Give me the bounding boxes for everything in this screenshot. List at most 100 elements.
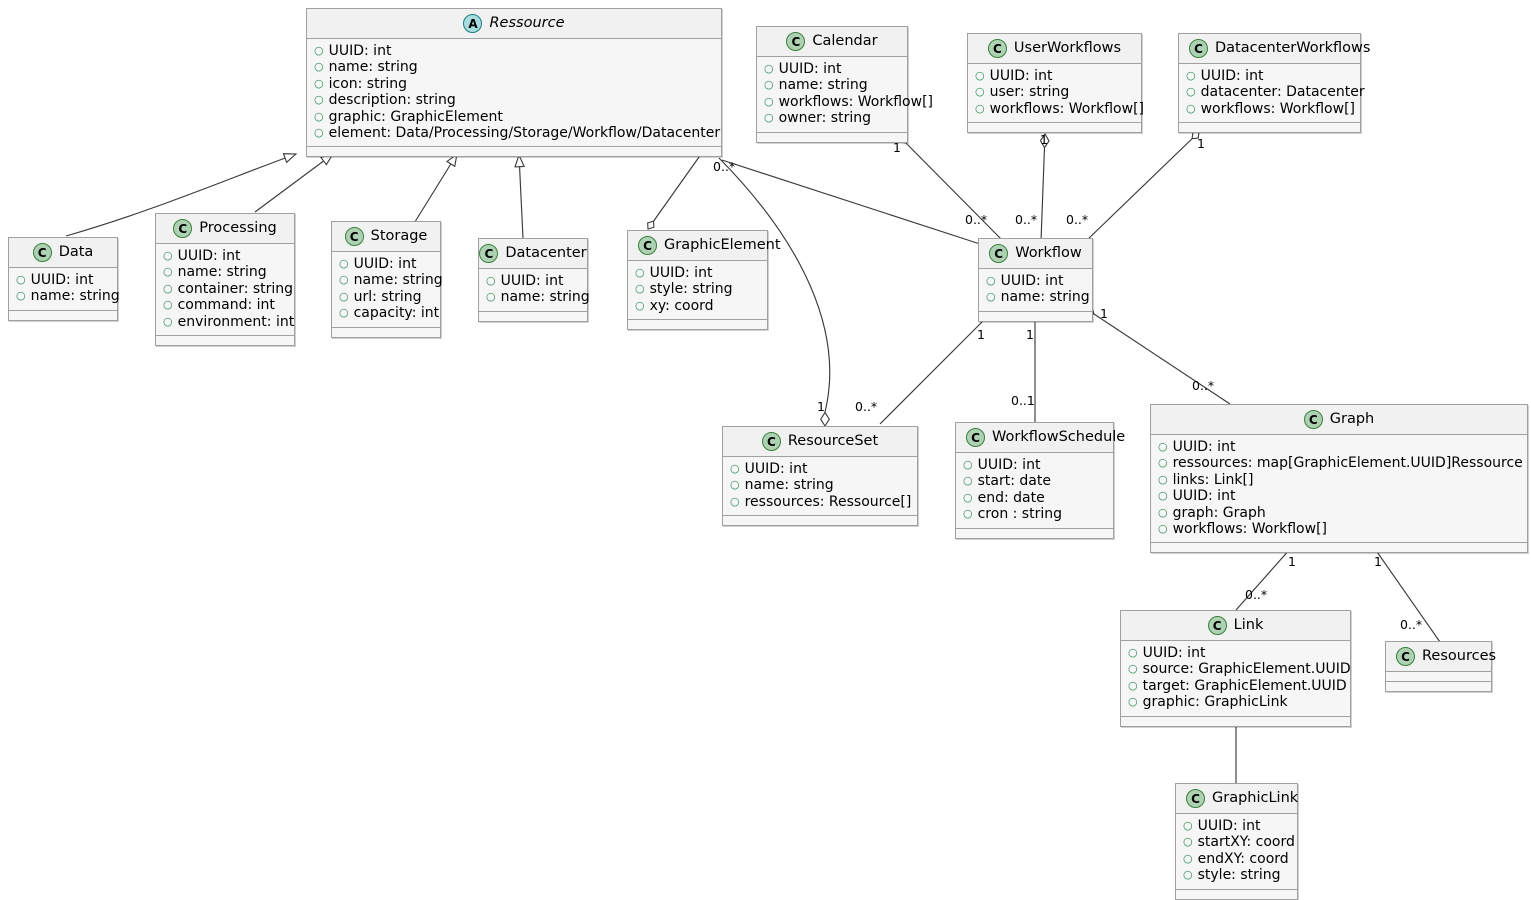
class-graphiclink[interactable]: C GraphicLink ○UUID: int ○startXY: coord… xyxy=(1175,783,1298,900)
methods-compartment xyxy=(757,132,907,142)
visibility-public-icon: ○ xyxy=(975,85,985,99)
class-datacenterworkflows[interactable]: C DatacenterWorkflows ○UUID: int ○datace… xyxy=(1178,33,1370,134)
visibility-public-icon: ○ xyxy=(1183,819,1193,832)
attribute-row: ○UUID: int xyxy=(730,461,908,477)
class-title: Storage xyxy=(370,227,428,244)
attribute-row: ○command: int xyxy=(163,297,285,313)
visibility-public-icon: ○ xyxy=(975,101,985,115)
attribute-row: ○UUID: int xyxy=(1158,488,1518,504)
attribute-text: environment: int xyxy=(177,313,295,330)
class-userworkflows[interactable]: C UserWorkflows ○UUID: int ○user: string… xyxy=(967,33,1144,134)
class-title: Data xyxy=(58,243,94,260)
attribute-text: UUID: int xyxy=(1197,818,1261,834)
attribute-text: capacity: int xyxy=(353,305,440,322)
attribute-text: url: string xyxy=(353,288,422,305)
multiplicity-label: 0..* xyxy=(1015,212,1038,227)
methods-compartment xyxy=(1386,682,1491,691)
attribute-text: workflows: Workflow[] xyxy=(989,100,1144,117)
attribute-row: ○start: date xyxy=(963,473,1104,489)
class-data[interactable]: C Data ○UUID: int ○name: string xyxy=(8,237,120,321)
attributes-compartment: ○UUID: int ○name: string ○workflows: Wor… xyxy=(757,57,933,133)
attribute-text: UUID: int xyxy=(500,273,564,289)
methods-compartment xyxy=(156,336,294,346)
attribute-text: name: string xyxy=(177,264,267,281)
attribute-row: ○UUID: int xyxy=(1186,68,1351,84)
methods-compartment xyxy=(956,528,1113,538)
visibility-public-icon: ○ xyxy=(339,289,349,303)
multiplicity-label: 0..* xyxy=(1192,378,1215,393)
class-graph[interactable]: C Graph ○UUID: int ○ressources: map[Grap… xyxy=(1150,404,1528,554)
attribute-text: startXY: coord xyxy=(1197,834,1295,851)
attribute-text: name: string xyxy=(744,477,834,494)
attribute-text: graph: Graph xyxy=(1172,504,1266,521)
class-graphicelement[interactable]: C GraphicElement ○UUID: int ○style: stri… xyxy=(627,230,781,331)
class-title: DatacenterWorkflows xyxy=(1215,39,1371,56)
class-workflowschedule[interactable]: C WorkflowSchedule ○UUID: int ○start: da… xyxy=(955,422,1125,539)
multiplicity-label: 1 xyxy=(1100,306,1108,321)
methods-compartment xyxy=(628,320,767,330)
visibility-public-icon: ○ xyxy=(963,507,973,521)
attribute-row: ○graph: Graph xyxy=(1158,505,1518,521)
attribute-text: workflows: Workflow[] xyxy=(1172,521,1327,538)
class-icon: C xyxy=(1186,789,1205,808)
methods-compartment xyxy=(1179,123,1360,133)
attribute-row: ○end: date xyxy=(963,490,1104,506)
class-workflow[interactable]: C Workflow ○UUID: int ○name: string xyxy=(978,238,1093,322)
visibility-public-icon: ○ xyxy=(314,126,324,140)
class-calendar[interactable]: C Calendar ○UUID: int ○name: string ○wor… xyxy=(756,26,933,143)
attribute-text: start: date xyxy=(977,473,1051,490)
visibility-public-icon: ○ xyxy=(163,265,173,279)
visibility-public-icon: ○ xyxy=(163,249,173,262)
attribute-row: ○cron : string xyxy=(963,506,1104,522)
attribute-row: ○UUID: int xyxy=(339,256,431,272)
attributes-compartment xyxy=(1386,672,1491,682)
class-datacenter[interactable]: C Datacenter ○UUID: int ○name: string xyxy=(478,238,590,322)
attribute-text: workflows: Workflow[] xyxy=(778,93,933,110)
class-resourceset[interactable]: C ResourceSet ○UUID: int ○name: string ○… xyxy=(722,426,918,527)
attributes-compartment: ○UUID: int ○name: string ○ressources: Re… xyxy=(723,457,917,517)
class-storage[interactable]: C Storage ○UUID: int ○name: string ○url:… xyxy=(331,221,443,338)
attribute-text: UUID: int xyxy=(30,272,94,288)
attribute-row: ○UUID: int xyxy=(975,68,1132,84)
class-header: C Link xyxy=(1121,611,1350,641)
class-link[interactable]: C Link ○UUID: int ○source: GraphicElemen… xyxy=(1120,610,1351,727)
attributes-compartment: ○UUID: int ○user: string ○workflows: Wor… xyxy=(968,64,1144,124)
visibility-public-icon: ○ xyxy=(764,78,774,92)
attributes-compartment: ○UUID: int ○name: string xyxy=(979,269,1092,312)
attribute-text: graphic: GraphicLink xyxy=(1142,694,1288,711)
attribute-text: endXY: coord xyxy=(1197,850,1289,867)
visibility-public-icon: ○ xyxy=(16,273,26,286)
attribute-row: ○owner: string xyxy=(764,110,898,126)
attribute-row: ○links: Link[] xyxy=(1158,472,1518,488)
attribute-text: UUID: int xyxy=(778,61,842,77)
class-icon: C xyxy=(786,32,806,51)
visibility-public-icon: ○ xyxy=(163,298,173,312)
class-processing[interactable]: C Processing ○UUID: int ○name: string ○c… xyxy=(155,213,295,347)
abstract-class-icon: A xyxy=(463,14,483,33)
class-icon: C xyxy=(966,428,985,447)
class-header: C Workflow xyxy=(979,239,1092,269)
class-header: C DatacenterWorkflows xyxy=(1179,34,1370,64)
attribute-row: ○startXY: coord xyxy=(1183,834,1295,850)
attribute-row: ○ UUID: int xyxy=(16,272,108,288)
attribute-text: element: Data/Processing/Storage/Workflo… xyxy=(328,125,721,142)
class-ressource[interactable]: A Ressource ○UUID: int ○name: string ○ic… xyxy=(306,8,722,158)
attribute-row: ○icon: string xyxy=(314,76,712,92)
class-title: Processing xyxy=(199,219,277,236)
attribute-text: description: string xyxy=(328,92,456,109)
multiplicity-label: 1 xyxy=(977,327,985,342)
class-header: C Data xyxy=(9,238,117,268)
attribute-text: target: GraphicElement.UUID xyxy=(1142,677,1347,694)
class-resources[interactable]: C Resources xyxy=(1385,641,1496,692)
attribute-row: ○UUID: int xyxy=(1128,645,1341,661)
class-header: C Datacenter xyxy=(479,239,587,269)
attribute-row: ○UUID: int xyxy=(163,248,285,264)
methods-compartment xyxy=(9,310,117,320)
class-header: C ResourceSet xyxy=(723,427,917,457)
class-title: WorkflowSchedule xyxy=(992,428,1126,445)
visibility-public-icon: ○ xyxy=(764,111,774,125)
multiplicity-label: 0..* xyxy=(1400,617,1423,632)
attribute-row: ○UUID: int xyxy=(764,61,898,77)
class-icon: C xyxy=(987,39,1007,58)
